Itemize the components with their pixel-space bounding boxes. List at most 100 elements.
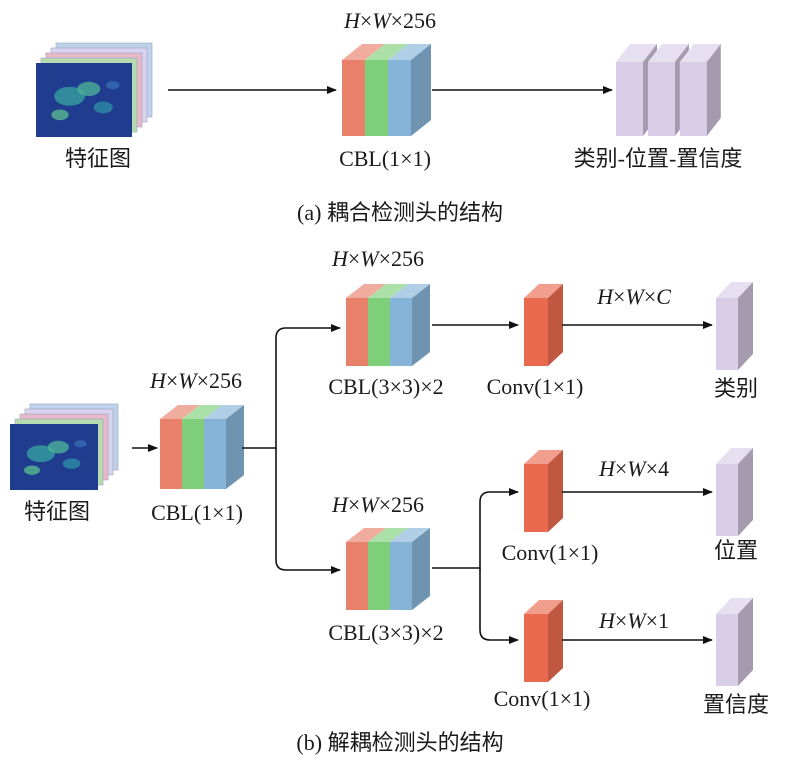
layer-cbl-green-front <box>182 419 204 489</box>
conv-layer-front <box>524 614 548 682</box>
layer-cbl-red-top <box>346 284 386 298</box>
feature-map-image <box>10 424 98 490</box>
conv-block-confidence <box>524 600 563 682</box>
arrow-b-branch-top <box>242 324 341 449</box>
layer-cbl-blue-front <box>390 298 412 366</box>
class-output-block <box>716 282 753 370</box>
conv-layer-front <box>524 298 548 366</box>
feature-map-blob-1 <box>26 445 55 463</box>
cbl-label-b: CBL(1×1) <box>151 500 243 525</box>
output-slab-1-top <box>716 282 753 298</box>
layer-cbl-green-top <box>368 528 408 542</box>
cbl3x3-label-bottom: CBL(3×3)×2 <box>328 620 443 645</box>
dim-label-cbl-b: H×W×256 <box>149 368 242 393</box>
layer-cbl-green-front <box>368 298 390 366</box>
feature-map-blob-4 <box>24 465 40 475</box>
confidence-output-block <box>716 598 753 686</box>
cbl3x3-label-top: CBL(3×3)×2 <box>328 374 443 399</box>
output-slab-side-1 <box>738 598 753 686</box>
layer-cbl-blue-front <box>390 542 412 610</box>
conv-layer-top <box>524 284 563 298</box>
conv-label-confidence: Conv(1×1) <box>494 686 591 711</box>
layer-cbl-red-top <box>160 405 200 419</box>
layer-cbl-blue-side <box>226 405 244 489</box>
dim-label-a: H×W×256 <box>343 8 436 33</box>
output-slab-1-front <box>716 464 738 536</box>
layer-cbl-blue-side <box>411 44 431 136</box>
output-slab-side-1 <box>738 282 753 370</box>
conv-layer-side <box>548 450 563 532</box>
dim-label-top-branch: H×W×256 <box>331 246 424 271</box>
cbl3x3-block-bottom <box>346 528 430 610</box>
layer-cbl-blue-top <box>204 405 244 419</box>
output-label-a: 类别-位置-置信度 <box>574 146 743 171</box>
layer-cbl-red-top <box>346 528 386 542</box>
output-slab-1-top <box>716 598 753 614</box>
caption-b: (b) 解耦检测头的结构 <box>296 730 503 755</box>
feature-map-stack-b <box>10 403 119 490</box>
dim-label-class: H×W×C <box>596 284 671 309</box>
feature-map-blob-3 <box>93 101 113 114</box>
layer-cbl-green-top <box>365 44 408 60</box>
panel-a: 特征图 H×W×256 CBL(1×1) 类别-位置-置信度 (a) 耦合检测头… <box>36 8 742 225</box>
layer-cbl-blue-side <box>412 284 430 366</box>
layer-cbl-green-top <box>368 284 408 298</box>
layer-cbl-green-front <box>365 60 388 136</box>
output-slab-2-top <box>647 44 689 62</box>
class-output-label: 类别 <box>714 376 758 401</box>
dim-label-bottom-branch: H×W×256 <box>331 492 424 517</box>
conv-block-class <box>524 284 563 366</box>
output-slab-1-front <box>716 298 738 370</box>
arrow-b-to-conv-pos <box>432 488 519 569</box>
output-slab-2-front <box>647 62 675 136</box>
conv-layer-top <box>524 600 563 614</box>
output-slab-1-top <box>716 448 753 464</box>
cbl-block-a <box>342 44 431 136</box>
layer-cbl-green-top <box>182 405 222 419</box>
output-slab-3-top <box>679 44 721 62</box>
layer-cbl-blue-top <box>388 44 431 60</box>
feature-map-blob-2 <box>47 440 69 454</box>
layer-cbl-blue-side <box>412 528 430 610</box>
arrow-b-to-conv-conf <box>479 568 519 644</box>
position-output-block <box>716 448 753 536</box>
layer-cbl-red-front <box>346 298 368 366</box>
output-slab-1-front <box>616 62 643 136</box>
confidence-output-label: 置信度 <box>703 692 769 717</box>
output-slab-side-3 <box>706 44 721 136</box>
layer-cbl-blue-front <box>204 419 226 489</box>
layer-cbl-red-front <box>346 542 368 610</box>
cbl-label-a: CBL(1×1) <box>339 146 431 171</box>
feature-map-blob-1 <box>54 86 85 106</box>
cbl3x3-block-top <box>346 284 430 366</box>
conv-layer-front <box>524 464 548 532</box>
output-slab-1-top <box>616 44 657 62</box>
conv-layer-side <box>548 284 563 366</box>
layer-cbl-green-front <box>368 542 390 610</box>
conv-label-position: Conv(1×1) <box>502 540 599 565</box>
layer-cbl-red-front <box>342 60 365 136</box>
feature-map-stack-a <box>36 42 153 137</box>
conv-block-position <box>524 450 563 532</box>
feature-map-image <box>36 63 132 137</box>
dim-label-confidence: H×W×1 <box>598 608 669 633</box>
output-slab-3-front <box>679 62 707 136</box>
layer-cbl-red-front <box>160 419 182 489</box>
layer-cbl-red-top <box>342 44 385 60</box>
output-slab-side-1 <box>738 448 753 536</box>
panel-b: 特征图 H×W×256 CBL(1×1) H×W×256 CBL(3×3)×2 … <box>10 246 769 755</box>
conv-layer-side <box>548 600 563 682</box>
layer-cbl-blue-top <box>390 528 430 542</box>
feature-map-blob-4 <box>51 109 69 121</box>
position-output-label: 位置 <box>714 538 758 563</box>
caption-a: (a) 耦合检测头的结构 <box>297 200 503 225</box>
feature-map-blob-5 <box>106 81 120 90</box>
layer-cbl-blue-top <box>390 284 430 298</box>
conv-label-class: Conv(1×1) <box>487 374 584 399</box>
feature-map-blob-5 <box>74 440 87 448</box>
output-slab-1-front <box>716 614 738 686</box>
coupled-output-block <box>616 44 721 136</box>
conv-layer-top <box>524 450 563 464</box>
arrow-b-branch-bottom <box>275 448 341 574</box>
